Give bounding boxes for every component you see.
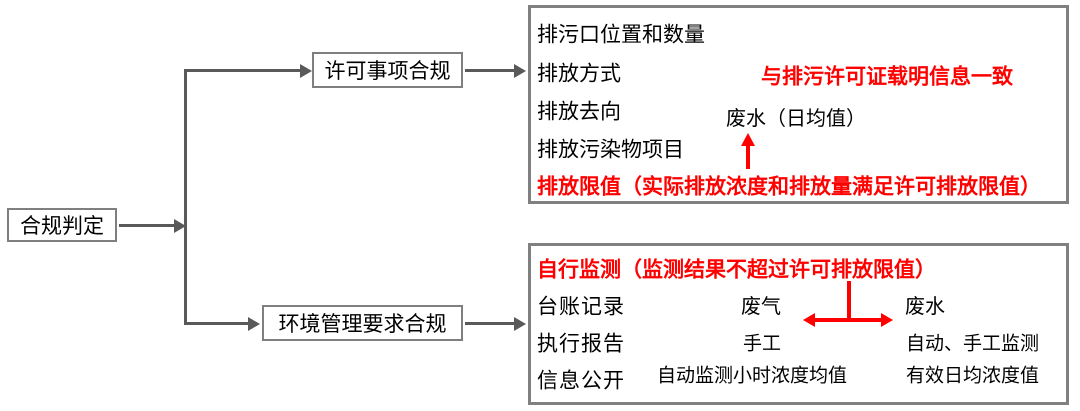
permit-item-discharge-destination: 排放去向 <box>537 99 621 124</box>
gas-column-header: 废气 <box>741 296 781 318</box>
node-permit-items-compliance: 许可事项合规 <box>312 52 463 88</box>
red-split-arrow-stem <box>847 281 851 320</box>
connector-permit-to-box <box>465 69 514 72</box>
permit-item-emission-limits: 排放限值（实际排放浓度和排放量满足许可排放限值） <box>537 174 1041 199</box>
water-method-label: 自动、手工监测 <box>906 333 1040 355</box>
permit-item-outlet-location: 排污口位置和数量 <box>537 22 705 47</box>
water-value-label: 有效日均浓度值 <box>906 365 1040 387</box>
arrowhead-top-branch-icon <box>300 63 312 78</box>
self-monitoring-label: 自行监测（监测结果不超过许可排放限值） <box>537 257 936 282</box>
node-compliance-determination: 合规判定 <box>7 208 117 242</box>
red-up-arrow-shaft <box>746 145 750 169</box>
arrowhead-bottom-branch-icon <box>248 316 260 331</box>
permit-consistency-note: 与排污许可证载明信息一致 <box>761 64 1013 89</box>
red-split-arrow-right-icon <box>881 313 893 327</box>
connector-env-to-box <box>465 322 514 325</box>
arrowhead-permit-box-icon <box>514 63 526 78</box>
water-column-header: 废水 <box>905 296 945 318</box>
node-env-management-compliance: 环境管理要求合规 <box>262 305 463 341</box>
wastewater-daily-average-label: 废水（日均值） <box>726 108 866 130</box>
env-item-execution-report: 执行报告 <box>537 331 625 356</box>
connector-root-horizontal <box>119 224 175 227</box>
red-split-arrow-crossbar <box>815 318 881 322</box>
red-up-arrow-icon <box>741 133 755 146</box>
red-split-arrow-left-icon <box>803 313 815 327</box>
arrowhead-env-box-icon <box>514 316 526 331</box>
gas-value-label: 自动监测小时浓度均值 <box>657 365 848 387</box>
permit-item-pollutant-items: 排放污染物项目 <box>537 137 684 162</box>
env-item-information-disclosure: 信息公开 <box>537 368 625 393</box>
permit-items-box <box>528 5 1069 204</box>
gas-method-label: 手工 <box>743 333 782 355</box>
permit-item-discharge-mode: 排放方式 <box>537 61 621 86</box>
connector-top-branch <box>184 69 300 72</box>
connector-branch-vertical <box>184 69 187 325</box>
connector-bottom-branch <box>184 322 248 325</box>
env-item-ledger-records: 台账记录 <box>537 294 625 319</box>
arrowhead-root-icon <box>174 218 186 233</box>
env-management-box <box>528 243 1069 405</box>
